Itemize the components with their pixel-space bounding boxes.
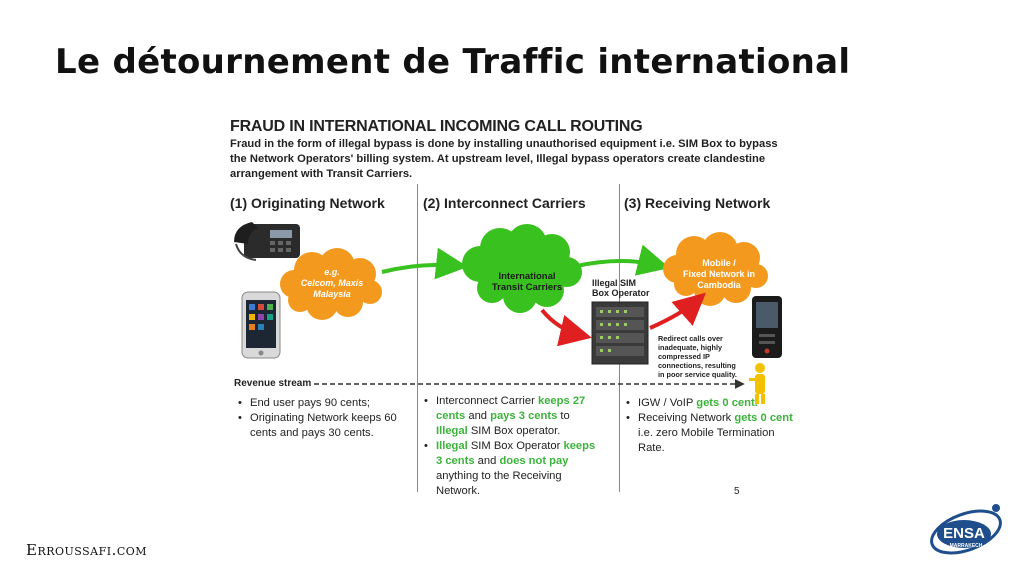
ensa-logo: ENSA MARRAKECH [930, 504, 1002, 555]
originating-bullets: End user pays 90 cents; Originating Netw… [238, 396, 413, 441]
originating-cloud-label: e.g. Celcom, Maxis Malaysia [300, 267, 364, 299]
call-route-arrow [381, 247, 468, 280]
transit-cloud-label: International Transit Carriers [491, 271, 563, 293]
logo-text: ENSA [943, 525, 985, 542]
list-item: Illegal SIM Box Operator keeps 3 cents a… [424, 439, 596, 499]
sim-box-label: Illegal SIM Box Operator [592, 278, 650, 298]
footer-site: Erroussafi.com [26, 541, 148, 559]
desk-phone-icon [234, 222, 300, 261]
receiving-cloud-label: Mobile / Fixed Network in Cambodia [682, 258, 755, 290]
call-route-arrow [576, 244, 670, 276]
diagram-graphics [234, 222, 782, 404]
list-item: End user pays 90 cents; [238, 396, 413, 411]
list-item: Originating Network keeps 60 cents and p… [238, 411, 413, 441]
slide-title: Le détournement de Traffic international [55, 42, 851, 82]
list-item: IGW / VoIP gets 0 cent. [626, 396, 796, 411]
transit-carriers-cloud [462, 224, 582, 313]
sim-box-icon [591, 301, 649, 365]
smartphone-icon [241, 291, 281, 359]
column-receiving-network: (3) Receiving Network [624, 195, 771, 211]
mobile-phone-icon [752, 296, 782, 358]
page-number: 5 [734, 486, 740, 497]
bypass-arrow [649, 292, 706, 330]
figure-intro: Fraud in the form of illegal bypass is d… [230, 138, 778, 180]
revenue-stream-label: Revenue stream [234, 378, 312, 389]
list-item: Receiving Network gets 0 cent i.e. zero … [626, 411, 796, 456]
receiving-network-cloud [663, 232, 768, 306]
list-item: Interconnect Carrier keeps 27 cents and … [424, 394, 596, 439]
logo-subtext: MARRAKECH [950, 543, 983, 549]
figure-heading: FRAUD IN INTERNATIONAL INCOMING CALL ROU… [230, 118, 643, 135]
receiving-bullets: IGW / VoIP gets 0 cent. Receiving Networ… [626, 396, 796, 456]
redirect-note: Redirect calls over inadequate, highly c… [658, 334, 737, 379]
interconnect-bullets: Interconnect Carrier keeps 27 cents and … [424, 394, 596, 499]
bypass-arrow [540, 308, 592, 347]
column-interconnect-carriers: (2) Interconnect Carriers [423, 195, 586, 211]
column-originating-network: (1) Originating Network [230, 195, 385, 211]
originating-network-cloud [280, 248, 382, 320]
fraud-figure: FRAUD IN INTERNATIONAL INCOMING CALL ROU… [222, 114, 802, 504]
column-divider [417, 184, 418, 492]
